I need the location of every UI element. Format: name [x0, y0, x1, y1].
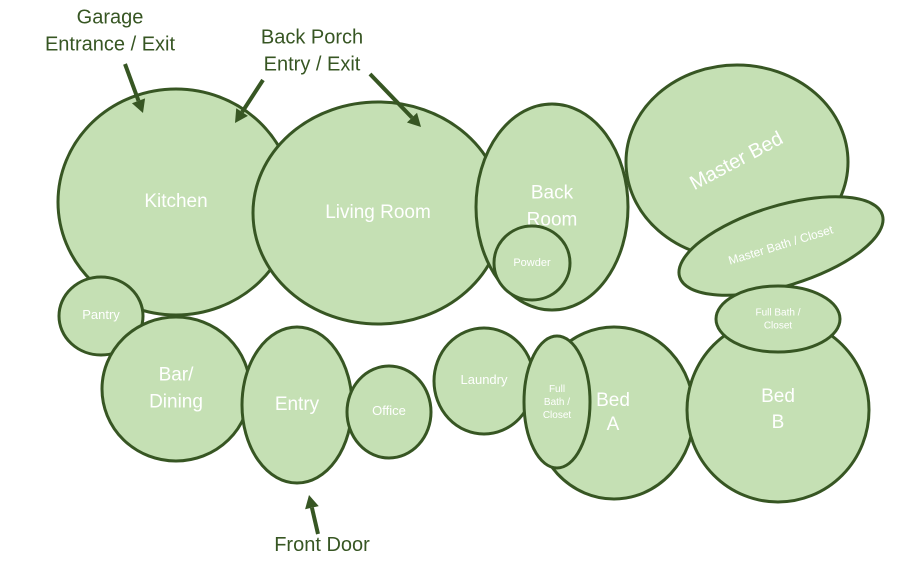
- room-label-line: Closet: [543, 410, 572, 421]
- room-label-office: Office: [372, 403, 406, 418]
- room-label-line: Full: [549, 384, 565, 395]
- callout-line: Entry / Exit: [264, 54, 361, 76]
- room-label-line: Entry: [275, 394, 320, 415]
- callout-line: Entrance / Exit: [45, 34, 176, 56]
- front-door-arrow-shaft: [309, 507, 320, 535]
- room-label-powder: Powder: [513, 257, 551, 269]
- room-bubble-office: [345, 364, 433, 460]
- room-label-pantry: Pantry: [82, 307, 120, 322]
- back-porch-arrow: [235, 78, 265, 123]
- garage-arrow: [123, 63, 146, 113]
- room-label-line: Living Room: [325, 202, 431, 223]
- callout-line: Back Porch: [261, 27, 363, 49]
- room-label-line: Office: [372, 403, 406, 418]
- room-full-bath-closet-b: Full Bath / Closet: [714, 284, 842, 354]
- back-porch-arrow-shaft: [240, 78, 265, 114]
- room-laundry: Laundry: [432, 326, 536, 436]
- room-label-line: B: [772, 412, 785, 433]
- back-porch-arrow-head: [235, 108, 248, 123]
- room-office: Office: [345, 364, 433, 460]
- room-powder: Powder: [492, 224, 572, 302]
- room-bubble-powder: [492, 224, 572, 302]
- room-label-line: Dining: [149, 392, 203, 413]
- garage-arrow-shaft: [123, 63, 141, 102]
- room-label-living-room: Living Room: [325, 202, 431, 223]
- room-living-room: Living Room: [251, 100, 505, 326]
- room-label-laundry: Laundry: [461, 372, 508, 387]
- room-master-bath-closet: Master Bath / Closet: [677, 195, 885, 297]
- room-bubble-bar-dining: [100, 315, 252, 463]
- room-bar-dining: Bar/Dining: [100, 315, 252, 463]
- callout-line: Garage: [77, 7, 144, 29]
- room-label-line: Bath /: [544, 397, 570, 408]
- room-label-line: Bed: [596, 390, 630, 411]
- callout-front-door: Front Door: [274, 534, 370, 556]
- room-label-line: Laundry: [461, 372, 508, 387]
- room-label-entry: Entry: [275, 394, 320, 415]
- callout-line: Front Door: [274, 534, 370, 556]
- room-label-line: Back: [531, 183, 574, 204]
- room-label-full-bath-closet-b: Full Bath / Closet: [755, 307, 800, 331]
- room-bubble-master-bath-closet: [677, 195, 885, 297]
- living-room-arrow-head: [406, 112, 421, 127]
- room-label-line: Powder: [513, 257, 551, 269]
- room-entry: Entry: [240, 325, 354, 485]
- room-bubble-full-bath-closet-b: [714, 284, 842, 354]
- room-label-line: A: [607, 414, 620, 435]
- arrows: [123, 63, 421, 535]
- room-label-line: Bed: [761, 386, 795, 407]
- room-label-bar-dining: Bar/Dining: [149, 365, 203, 413]
- living-room-arrow-shaft: [368, 72, 414, 120]
- room-label-kitchen: Kitchen: [144, 191, 207, 212]
- front-door-arrow: [305, 495, 320, 535]
- room-label-line: Bar/: [159, 365, 195, 386]
- room-pantry: Pantry: [57, 275, 145, 357]
- garage-arrow-head: [131, 98, 146, 113]
- living-room-arrow: [368, 72, 421, 127]
- room-label-line: Full Bath /: [755, 307, 800, 318]
- room-bubble-pantry: [57, 275, 145, 357]
- room-label-line: Closet: [764, 320, 793, 331]
- room-label-line: Kitchen: [144, 191, 207, 212]
- room-bubble-full-bath-closet-a: [522, 334, 592, 470]
- front-door-arrow-head: [305, 495, 319, 510]
- room-label-line: Pantry: [82, 307, 120, 322]
